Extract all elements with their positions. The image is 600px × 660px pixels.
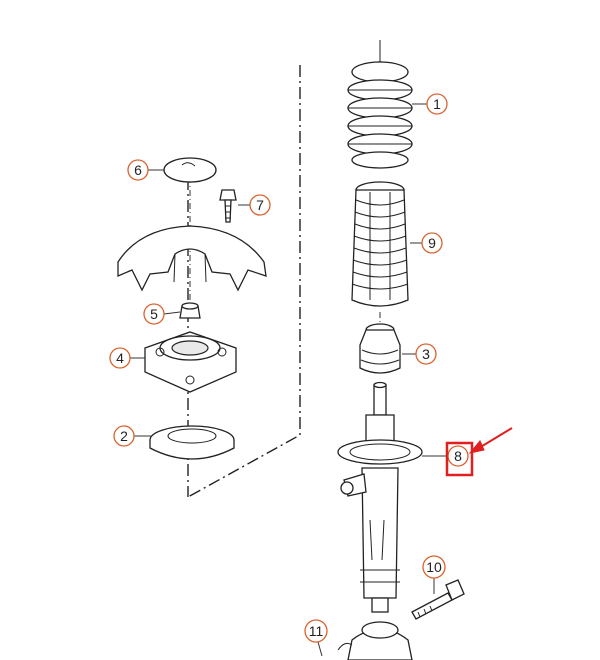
highlight-box xyxy=(445,441,474,477)
callout-7[interactable]: 7 xyxy=(249,194,271,216)
nut xyxy=(179,302,201,319)
callout-4[interactable]: 4 xyxy=(109,347,131,369)
dust-boot xyxy=(351,181,409,307)
callout-8[interactable]: 8 xyxy=(447,445,469,467)
callout-label-10: 10 xyxy=(426,559,442,575)
dust-cap xyxy=(163,157,217,183)
callout-label-4: 4 xyxy=(116,350,124,366)
callout-label-3: 3 xyxy=(422,346,430,362)
callout-label-7: 7 xyxy=(256,197,264,213)
callout-9[interactable]: 9 xyxy=(421,232,443,254)
callout-label-6: 6 xyxy=(134,162,142,178)
callout-label-9: 9 xyxy=(428,235,436,251)
bolt-10 xyxy=(411,579,465,620)
callout-label-11: 11 xyxy=(309,623,324,639)
leader-lines xyxy=(130,103,446,657)
callout-3[interactable]: 3 xyxy=(415,343,437,365)
bearing-ring xyxy=(149,425,235,460)
callout-1[interactable]: 1 xyxy=(426,93,448,115)
highlight-arrowhead xyxy=(468,440,485,454)
callout-5[interactable]: 5 xyxy=(143,303,165,325)
strut-shock-absorber xyxy=(337,381,423,613)
callout-6[interactable]: 6 xyxy=(127,159,149,181)
bump-stop xyxy=(359,312,401,374)
callout-label-5: 5 xyxy=(150,306,158,322)
steering-knuckle xyxy=(337,621,413,660)
strut-mount xyxy=(144,331,237,393)
callout-11[interactable]: 11 xyxy=(304,619,328,643)
coil-spring xyxy=(347,40,413,169)
callout-label-1: 1 xyxy=(433,96,441,112)
callout-2[interactable]: 2 xyxy=(113,425,135,447)
callout-label-8: 8 xyxy=(454,448,462,464)
bolt-7 xyxy=(219,189,237,223)
callout-label-2: 2 xyxy=(120,428,128,444)
callout-10[interactable]: 10 xyxy=(422,555,446,579)
highlight-annotation xyxy=(445,427,513,477)
spring-plate xyxy=(117,225,267,292)
